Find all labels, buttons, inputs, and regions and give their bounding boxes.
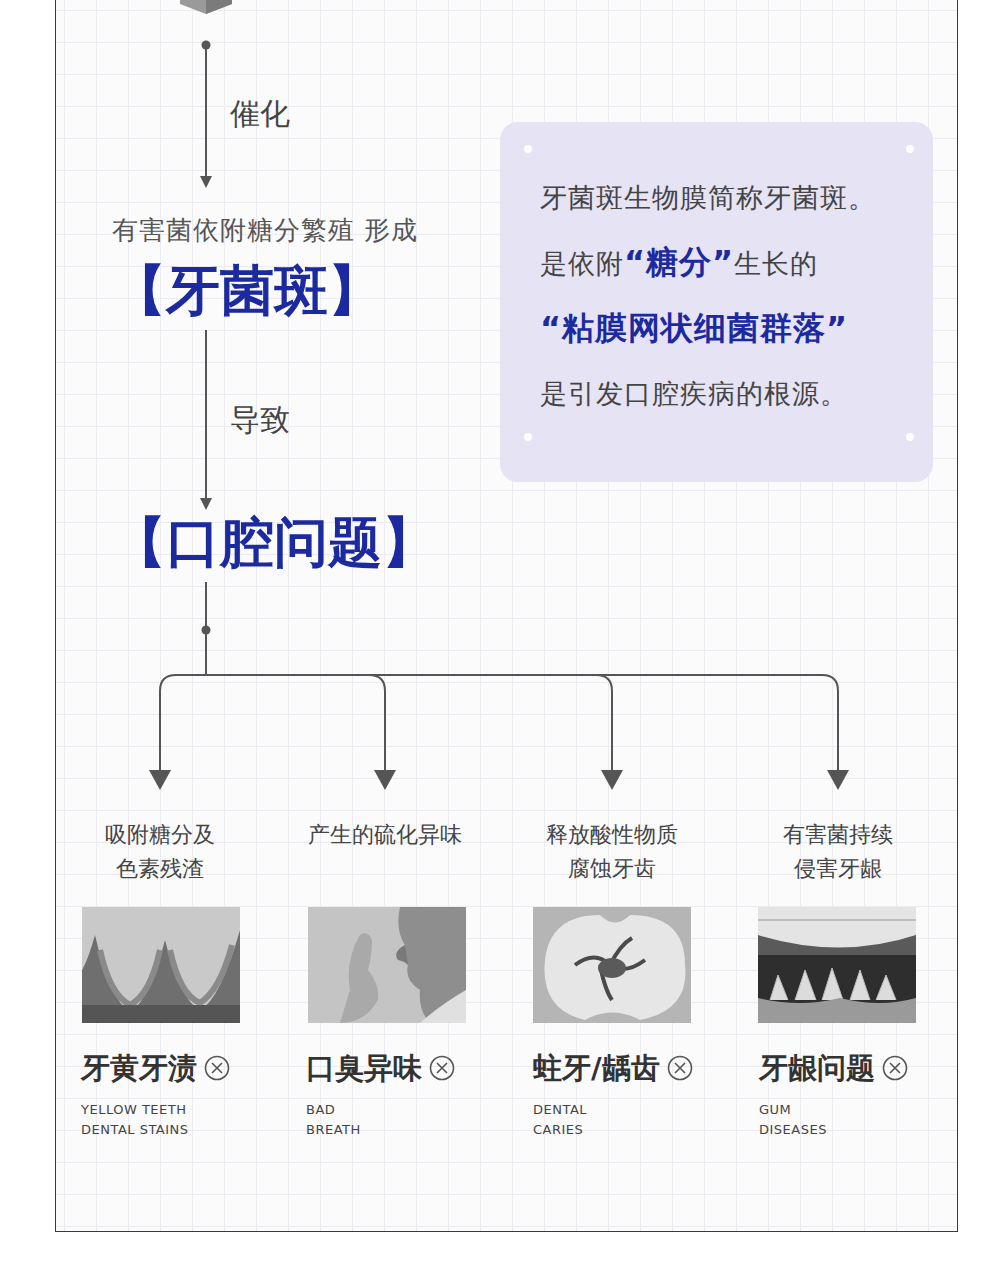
gum-disease-photo [758,907,916,1023]
connector [149,582,206,790]
english-subtitle: DENTAL CARIES [533,1100,621,1140]
callout-text: 生长的 [734,248,818,279]
problem-node: 【口腔问题】 [112,510,436,576]
key-term: 【口腔问题】 [112,510,436,576]
cross-mark [881,1054,909,1082]
cube-icon [180,0,232,14]
problem-title: 口臭异味 [306,1051,422,1085]
cause-caption-row: 释放酸性物质 腐蚀牙齿 [512,818,712,886]
problem-title-row: 牙黄牙渍 [81,1048,231,1088]
catalyst-arrow [200,41,212,189]
cross-mark [203,1054,231,1082]
connector [206,582,396,790]
cause-caption-row: 有害菌持续 侵害牙龈 [738,818,938,886]
callout-line: 是引发口腔疾病的根源。 [540,364,919,428]
key-term: 【牙菌斑】 [112,258,418,324]
stained-teeth-photo [82,907,240,1023]
lead-text: 有害菌依附糖分繁殖 形成 [112,212,418,248]
highlight-text: “糖分” [624,243,734,281]
connector [206,582,849,790]
highlight-text: “粘膜网状细菌群落” [540,309,848,347]
cause-caption-text: 产生的硫化异味 [301,818,468,852]
callout-box: 牙菌斑生物膜简称牙菌斑。是依附“糖分”生长的“粘膜网状细菌群落”是引发口腔疾病的… [500,122,933,482]
edge-note: 催化 [230,94,290,134]
cross-mark [428,1054,456,1082]
cross-mark [666,1054,694,1082]
callout-text: 是引发口腔疾病的根源。 [540,378,848,409]
cause-caption-text: 吸附糖分及 色素残渣 [101,818,220,886]
plaque-node: 有害菌依附糖分繁殖 形成【牙菌斑】 [112,212,418,324]
problem-title: 牙黄牙渍 [81,1051,197,1085]
callout-line: 是依附“糖分”生长的 [540,232,919,298]
callout-text: 牙菌斑生物膜简称牙菌斑。 [540,182,876,213]
cause-caption-row: 产生的硫化异味 [285,818,485,852]
cause-caption-row: 吸附糖分及 色素残渣 [60,818,260,886]
edge-label: 导致 [230,400,290,440]
cause-caption-text: 释放酸性物质 腐蚀牙齿 [542,818,683,886]
english-subtitle: BAD BREATH [306,1100,380,1140]
problem-card: 释放酸性物质 腐蚀牙齿蛀牙/龋齿 DENTAL CARIES [512,790,712,1144]
english-subtitle: YELLOW TEETH DENTAL STAINS [81,1100,221,1140]
connector [206,582,623,790]
molar-photo [533,907,691,1023]
problem-card: 有害菌持续 侵害牙龈牙龈问题 GUM DISEASES [738,790,938,1144]
problem-card: 吸附糖分及 色素残渣牙黄牙渍 YELLOW TEETH DENTAL STAINS [60,790,260,1144]
problem-title: 牙龈问题 [759,1051,875,1085]
callout-text: 是依附 [540,248,624,279]
problem-title-row: 蛀牙/龋齿 [533,1048,694,1088]
connector [200,330,212,510]
callout-line: 牙菌斑生物膜简称牙菌斑。 [540,168,919,232]
problem-title: 蛀牙/龋齿 [533,1051,660,1085]
english-subtitle: GUM DISEASES [759,1100,857,1140]
problem-title-row: 口臭异味 [306,1048,456,1088]
cause-caption-text: 有害菌持续 侵害牙龈 [779,818,898,886]
problem-card: 产生的硫化异味口臭异味 BAD BREATH [285,790,485,1144]
callout-line: “粘膜网状细菌群落” [540,298,919,364]
problem-title-row: 牙龈问题 [759,1048,909,1088]
bad-breath-photo [308,907,466,1023]
